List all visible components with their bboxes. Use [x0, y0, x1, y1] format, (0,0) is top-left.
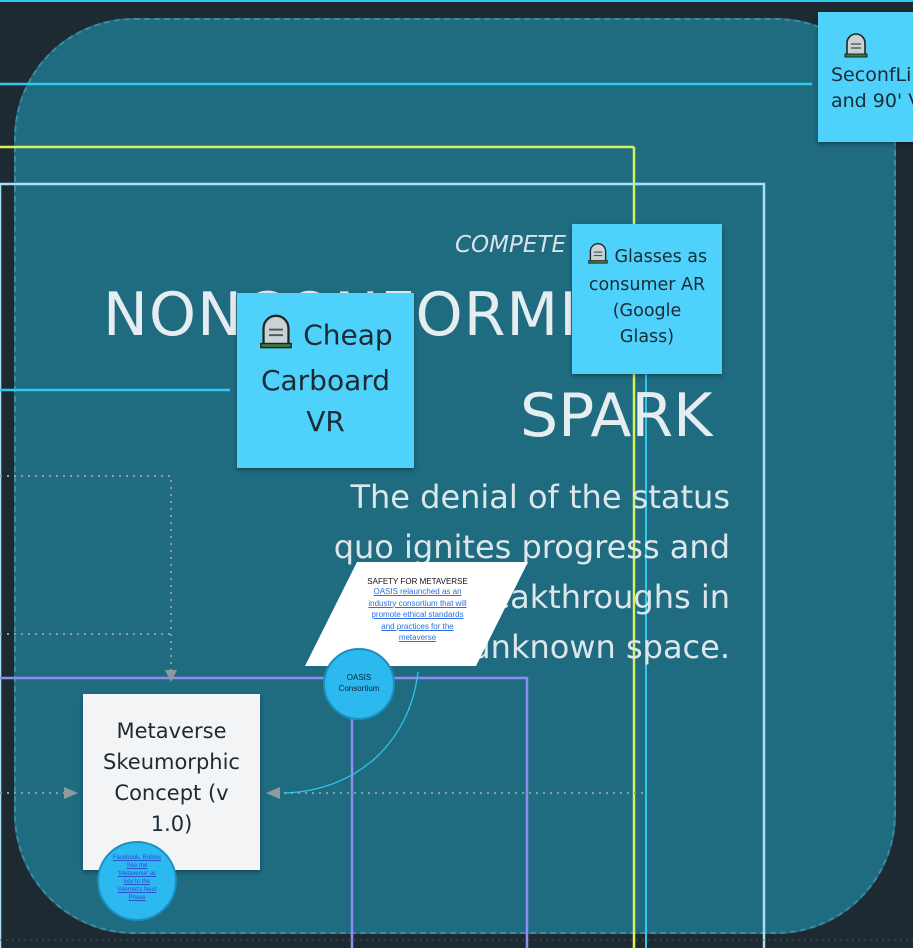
sticky-line: Glasses as: [572, 242, 722, 272]
link-line: promote ethical standards: [371, 610, 464, 619]
safety-card-link[interactable]: OASIS relaunched as an industry consorti…: [345, 586, 490, 644]
circle-line: Internet's Next: [117, 887, 157, 893]
sticky-line: (Google: [612, 301, 682, 321]
board-description: The denial of the status quo ignites pro…: [300, 472, 730, 672]
sticky-line: and 90' V: [831, 90, 913, 112]
light-frame: [0, 182, 766, 948]
circle-line: See the: [126, 863, 148, 869]
sticky-line: Cheap: [237, 313, 414, 360]
arrow-left: [266, 787, 280, 799]
circle-oasis[interactable]: OASIS Consortium: [323, 648, 395, 720]
sticky-cardboard[interactable]: Cheap Carboard VR: [237, 293, 414, 468]
board-title-line2: SPARK: [520, 381, 713, 451]
sticky-line-text: Cheap: [303, 318, 393, 352]
tombstone-icon: [587, 242, 609, 272]
sticky-line: Glass): [619, 327, 675, 347]
sticky-metaverse[interactable]: Metaverse Skeumorphic Concept (v 1.0): [83, 694, 260, 870]
dotted-connector-top: [0, 475, 172, 680]
circle-line: Consortium: [338, 684, 380, 693]
tombstone-icon: [774, 32, 913, 62]
circle-line: Facebook, Roblox: [112, 855, 162, 861]
link-line: OASIS relaunched as an: [373, 587, 462, 596]
sticky-line: consumer AR: [588, 275, 706, 295]
safety-card-title: SAFETY FOR METAVERSE: [367, 577, 468, 586]
sticky-line: Concept (v: [114, 781, 229, 805]
link-line: metaverse: [398, 633, 437, 642]
description-line: The denial of the status: [350, 478, 730, 516]
link-line: and practices for the: [381, 621, 454, 631]
sticky-line: VR: [306, 405, 345, 438]
circle-line: 'Metaverse' as: [117, 871, 157, 877]
sticky-line: Carboard: [260, 364, 391, 397]
sticky-line: Metaverse: [116, 719, 227, 743]
sticky-line: SeconfLi: [831, 64, 912, 86]
circle-line: Phase: [128, 895, 146, 901]
sticky-glasses[interactable]: Glasses as consumer AR (Google Glass): [572, 224, 722, 374]
circle-line: key to the: [123, 879, 150, 885]
arrow-right: [64, 787, 78, 799]
sticky-text: SeconfLi and 90' V: [818, 62, 913, 114]
sticky-line: Skeumorphic: [103, 750, 240, 774]
circle-facebook[interactable]: Facebook, Roblox See the 'Metaverse' as …: [97, 841, 177, 921]
sticky-line-text: Glasses as: [614, 247, 708, 267]
description-line: unknown space.: [470, 628, 730, 666]
safety-card-shape: [305, 562, 528, 666]
link-line: industry consortium that will: [368, 598, 467, 608]
purple-frame: [0, 676, 529, 948]
safety-card[interactable]: SAFETY FOR METAVERSE OASIS relaunched as…: [305, 562, 528, 666]
description-line: quo ignites progress and: [333, 528, 730, 566]
circle-line: OASIS: [346, 673, 372, 682]
tombstone-icon: [258, 313, 294, 360]
sticky-line: 1.0): [150, 812, 193, 836]
compete-label: COMPETE: [455, 232, 566, 258]
curve-connector: [284, 671, 419, 794]
arrow-down: [165, 670, 177, 682]
sticky-secondlife[interactable]: SeconfLi and 90' V: [818, 12, 913, 142]
